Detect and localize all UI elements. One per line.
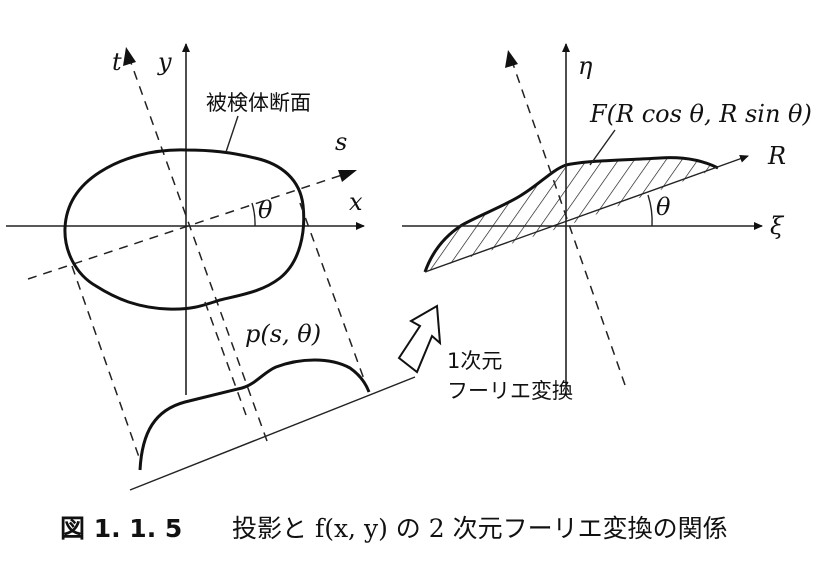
rotated-axis (512, 63, 626, 386)
eta-axis-label: η (578, 52, 593, 80)
projection-label: p(s, θ) (245, 320, 321, 348)
s-axis (27, 174, 343, 280)
caption-number: 図 1. 1. 5 (60, 514, 182, 543)
object-leader-line (225, 115, 239, 153)
function-leader-line (589, 129, 616, 166)
left-diagram: t y s x θ 被検体断面 p(s, θ) (6, 43, 416, 491)
t-axis-label: t (112, 48, 122, 76)
theta-angle-arc (251, 202, 256, 227)
t-axis (129, 59, 268, 442)
s-axis-arrowhead (338, 170, 357, 182)
object-cross-section (63, 148, 306, 311)
object-label: 被検体断面 (206, 91, 311, 115)
theta-angle-arc-right (647, 194, 653, 227)
right-diagram: η R ξ θ F(R cos θ, R sin θ) (402, 43, 812, 395)
R-axis-label: R (767, 142, 786, 170)
detector-baseline (129, 376, 416, 491)
theta-label: θ (258, 196, 273, 224)
projection-profile (138, 358, 371, 471)
x-axis-label: x (349, 188, 363, 216)
caption-text: 投影と f(x, y) の 2 次元フーリエ変換の関係 (232, 514, 728, 543)
transform-arrow (397, 304, 442, 374)
hollow-arrow-icon (397, 304, 442, 374)
projection-ray (204, 301, 247, 416)
projection-ray (299, 202, 370, 394)
s-axis-label: s (335, 128, 347, 156)
function-label: F(R cos θ, R sin θ) (589, 100, 812, 128)
transform-label-line2: フーリエ変換 (447, 379, 573, 403)
t-axis-arrowhead (123, 47, 136, 66)
y-axis-label: y (157, 48, 172, 76)
projection-ray (71, 265, 141, 461)
R-axis (424, 154, 749, 273)
transform-label-line1: 1次元 (447, 349, 502, 373)
rotated-axis-arrowhead (505, 50, 518, 68)
xi-axis-label: ξ (770, 212, 785, 240)
hatched-spectrum-region (425, 157, 718, 272)
theta-label-right: θ (656, 193, 671, 221)
